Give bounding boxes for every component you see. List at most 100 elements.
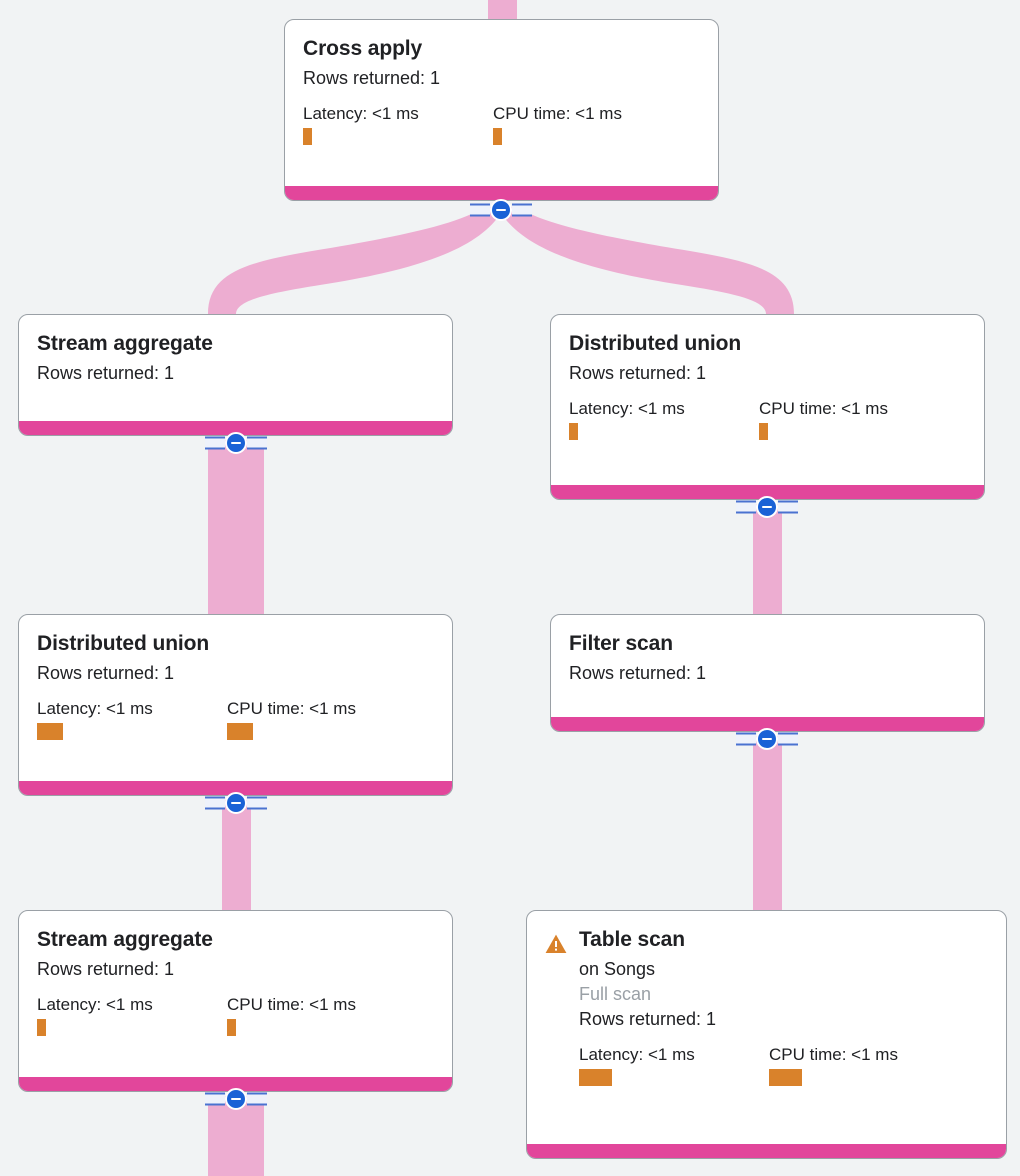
edge-crossapply-to-distributed-union	[501, 205, 794, 314]
node-content: Table scan on Songs Full scan Rows retur…	[579, 927, 988, 1086]
node-title: Stream aggregate	[37, 928, 213, 951]
node-accent-footer	[19, 1077, 452, 1091]
toggle-rail-left	[205, 796, 225, 810]
toggle-rail-left	[470, 203, 490, 217]
metric-cpu: CPU time: <1 ms	[759, 398, 949, 440]
minus-circle-icon[interactable]	[225, 792, 247, 814]
toggle-rail-left	[736, 500, 756, 514]
metric-cpu-bar	[769, 1069, 802, 1086]
toggle-stream-aggregate-bottom[interactable]	[205, 1086, 267, 1112]
node-accent-footer	[19, 421, 452, 435]
warning-triangle-icon	[545, 934, 567, 953]
node-content: Distributed union Rows returned: 1 Laten…	[37, 631, 434, 740]
toggle-distributed-union-left[interactable]	[205, 790, 267, 816]
metric-cpu-bar	[493, 128, 502, 145]
node-body: Stream aggregate Rows returned: 1 Latenc…	[19, 911, 452, 1077]
metric-latency-label: Latency: <1 ms	[579, 1045, 695, 1064]
metric-cpu-bar	[227, 723, 253, 740]
metric-cpu: CPU time: <1 ms	[769, 1044, 959, 1086]
node-metrics: Latency: <1 ms CPU time: <1 ms	[579, 1044, 988, 1086]
node-title: Filter scan	[569, 632, 673, 655]
plan-node-stream-aggregate-bottom[interactable]: Stream aggregate Rows returned: 1 Latenc…	[18, 910, 453, 1092]
node-body: Stream aggregate Rows returned: 1	[19, 315, 452, 421]
metric-latency: Latency: <1 ms	[37, 994, 227, 1036]
node-title: Distributed union	[37, 632, 210, 655]
minus-circle-icon[interactable]	[490, 199, 512, 221]
node-body: Table scan on Songs Full scan Rows retur…	[527, 911, 1006, 1144]
toggle-distributed-union-right[interactable]	[736, 494, 798, 520]
minus-circle-icon[interactable]	[225, 432, 247, 454]
edge-crossapply-to-stream-aggregate	[208, 205, 501, 314]
node-rows-returned: Rows returned: 1	[37, 959, 175, 979]
plan-node-filter-scan[interactable]: Filter scan Rows returned: 1	[550, 614, 985, 732]
node-title: Table scan	[579, 928, 685, 951]
node-metrics: Latency: <1 ms CPU time: <1 ms	[303, 103, 700, 145]
node-accent-footer	[19, 781, 452, 795]
toggle-rail-right	[512, 203, 532, 217]
toggle-rail-left	[205, 1092, 225, 1106]
node-scan-note: Full scan	[579, 984, 652, 1004]
node-title: Cross apply	[303, 37, 423, 60]
node-content: Stream aggregate Rows returned: 1	[37, 331, 434, 386]
metric-cpu: CPU time: <1 ms	[227, 698, 417, 740]
minus-circle-icon[interactable]	[756, 496, 778, 518]
metric-latency-bar	[579, 1069, 612, 1086]
plan-node-table-scan[interactable]: Table scan on Songs Full scan Rows retur…	[526, 910, 1007, 1159]
metric-cpu-bar	[227, 1019, 236, 1036]
node-body: Cross apply Rows returned: 1 Latency: <1…	[285, 20, 718, 186]
metric-latency-bar	[569, 423, 578, 440]
edge-filter-to-tablescan	[753, 736, 782, 921]
metric-latency-bar	[303, 128, 312, 145]
node-body: Filter scan Rows returned: 1	[551, 615, 984, 717]
metric-latency-bar	[37, 1019, 46, 1036]
warning-slot	[545, 927, 579, 954]
toggle-rail-right	[247, 436, 267, 450]
metric-latency: Latency: <1 ms	[37, 698, 227, 740]
node-content: Filter scan Rows returned: 1	[569, 631, 966, 686]
node-body: Distributed union Rows returned: 1 Laten…	[551, 315, 984, 485]
node-rows-returned: Rows returned: 1	[569, 363, 707, 383]
metric-cpu-label: CPU time: <1 ms	[227, 699, 356, 718]
toggle-rail-right	[778, 500, 798, 514]
metric-latency-label: Latency: <1 ms	[569, 399, 685, 418]
toggle-rail-left	[736, 732, 756, 746]
node-content: Distributed union Rows returned: 1 Laten…	[569, 331, 966, 440]
edge-distributed-to-stream-left	[222, 800, 251, 922]
node-rows-returned: Rows returned: 1	[37, 663, 175, 683]
metric-cpu-label: CPU time: <1 ms	[769, 1045, 898, 1064]
metric-latency: Latency: <1 ms	[303, 103, 493, 145]
metric-cpu: CPU time: <1 ms	[227, 994, 417, 1036]
node-title: Distributed union	[569, 332, 742, 355]
edge-incoming-root	[488, 0, 517, 22]
node-accent-footer	[527, 1144, 1006, 1158]
node-rows-returned: Rows returned: 1	[303, 68, 441, 88]
plan-node-distributed-union-right[interactable]: Distributed union Rows returned: 1 Laten…	[550, 314, 985, 500]
node-accent-footer	[285, 186, 718, 200]
node-rows-returned: Rows returned: 1	[579, 1009, 717, 1029]
metric-cpu: CPU time: <1 ms	[493, 103, 683, 145]
metric-latency-bar	[37, 723, 63, 740]
metric-latency: Latency: <1 ms	[579, 1044, 769, 1086]
metric-latency-label: Latency: <1 ms	[37, 995, 153, 1014]
minus-circle-icon[interactable]	[756, 728, 778, 750]
plan-node-stream-aggregate-top[interactable]: Stream aggregate Rows returned: 1	[18, 314, 453, 436]
metric-cpu-label: CPU time: <1 ms	[759, 399, 888, 418]
edge-distributed-to-filter	[753, 504, 782, 626]
minus-circle-icon[interactable]	[225, 1088, 247, 1110]
toggle-rail-right	[247, 796, 267, 810]
node-metrics: Latency: <1 ms CPU time: <1 ms	[37, 994, 434, 1036]
plan-node-distributed-union-left[interactable]: Distributed union Rows returned: 1 Laten…	[18, 614, 453, 796]
node-accent-footer	[551, 485, 984, 499]
node-rows-returned: Rows returned: 1	[569, 663, 707, 683]
toggle-filter-scan[interactable]	[736, 726, 798, 752]
node-metrics: Latency: <1 ms CPU time: <1 ms	[569, 398, 966, 440]
toggle-stream-aggregate-top[interactable]	[205, 430, 267, 456]
toggle-cross-apply[interactable]	[470, 197, 532, 223]
node-target-table: on Songs	[579, 959, 656, 979]
plan-node-cross-apply[interactable]: Cross apply Rows returned: 1 Latency: <1…	[284, 19, 719, 201]
metric-cpu-label: CPU time: <1 ms	[493, 104, 622, 123]
node-title: Stream aggregate	[37, 332, 213, 355]
toggle-rail-left	[205, 436, 225, 450]
